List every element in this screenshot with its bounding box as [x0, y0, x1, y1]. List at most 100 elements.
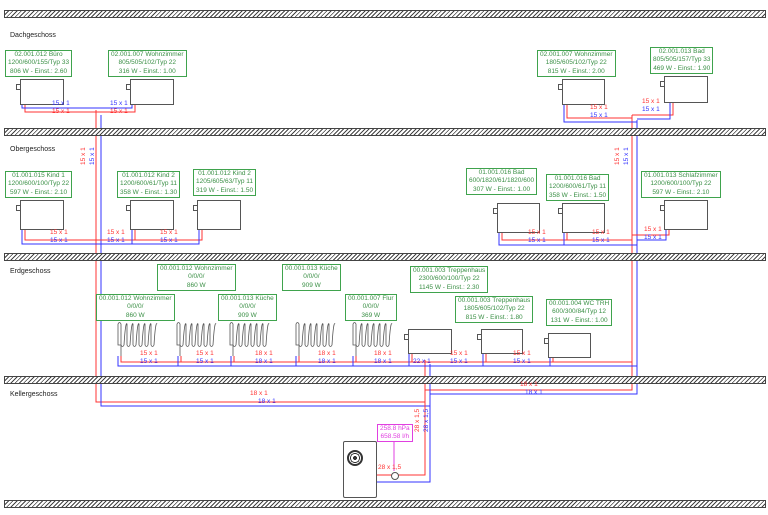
floor-heating-coil[interactable]: [229, 322, 270, 357]
pipe-size-label: 15 x 1: [160, 229, 178, 236]
label-power: 316 W - Einst.: 1.00: [118, 67, 176, 75]
pipe-size-label: 15 x 1: [140, 350, 158, 357]
pipe-size-label: 18 x 1: [255, 350, 273, 357]
heat-pump[interactable]: [343, 441, 377, 498]
supply-riser-left: [95, 110, 425, 403]
pipe-size-label: 15 x 1: [644, 234, 662, 241]
label-power: 319 W - Einst.: 1.50: [196, 186, 254, 194]
label-room: 00.001.007 Flur: [348, 295, 394, 302]
pipe-size-label: 15 x 1: [642, 106, 660, 113]
label-room: 01.001.016 Bad: [554, 175, 601, 182]
label-room: 02.001.007 Wohnzimmer: [111, 51, 184, 58]
label-dims: 2300/600/100/Typ 22: [418, 275, 480, 283]
label-power: 597 W - Einst.: 2.10: [10, 188, 68, 196]
radiator[interactable]: [558, 79, 605, 105]
label-room: 01.001.013 Schlafzimmer: [644, 172, 718, 179]
floor-heating-coil[interactable]: [117, 322, 158, 357]
label-room: 00.001.004 WC TRH: [549, 300, 610, 307]
label-dims: 1200/600/61/Typ 11: [549, 183, 607, 191]
pipe-size-label: 28 x 1,5: [414, 408, 421, 432]
pipe-size-label: 15 x 1: [644, 226, 662, 233]
label-dims: 0/0/0/: [303, 273, 320, 281]
pipe-size-label: 18 x 1: [525, 389, 543, 396]
pipe-size-label: 18 x 1: [318, 350, 336, 357]
label-dims: 0/0/0/: [239, 303, 256, 311]
floor-slab: [4, 500, 766, 508]
pipe-size-label: 15 x 1: [450, 358, 468, 365]
pipe-size-label: 22 x 1: [413, 358, 431, 365]
radiator[interactable]: [126, 79, 174, 105]
radiator[interactable]: [493, 203, 540, 233]
supply-riser-right: [425, 115, 633, 391]
label-room: 00.001.012 Wohnzimmer: [160, 265, 233, 272]
label-dims: 1205/605/63/Typ 11: [196, 178, 254, 186]
radiator[interactable]: [16, 200, 64, 230]
label-room: 00.001.003 Treppenhaus: [413, 267, 486, 274]
return-main: [365, 364, 431, 483]
label-room: 01.001.015 Kind 1: [12, 172, 65, 179]
pipe-size-label: 15 x 1: [107, 237, 125, 244]
label-power: 806 W - Einst.: 2.60: [10, 67, 68, 75]
pipe-size-label: 15 x 1: [450, 350, 468, 357]
pipe-size-label: 18 x 1: [258, 398, 276, 405]
pipe-size-label: 18 x 1: [250, 390, 268, 397]
pipe-size-label: 28 x 1,5: [378, 464, 402, 471]
return-riser-right: [430, 120, 638, 395]
label-room: 02.001.007 Wohnzimmer: [540, 51, 613, 58]
pipe-size-label: 28 x 1,5: [423, 408, 430, 432]
floor-label-obergeschoss: Obergeschoss: [10, 146, 56, 153]
pump-pressure: 258.8 hPa: [380, 425, 410, 432]
pipe-size-label: 15 x 1: [592, 229, 610, 236]
label-room: 01.001.012 Kind 2: [122, 172, 175, 179]
label-power: 597 W - Einst.: 2.10: [652, 188, 710, 196]
floor-slab: [4, 128, 766, 136]
pipe-size-label: 18 x 1: [520, 381, 538, 388]
label-room: 01.001.016 Bad: [478, 169, 525, 176]
radiator[interactable]: [558, 203, 605, 233]
radiator[interactable]: [404, 329, 452, 354]
radiator[interactable]: [126, 200, 174, 230]
pump-info-label: 258.8 hPa 658.58 l/h: [377, 424, 413, 442]
label-dims: 805/505/102/Typ 22: [118, 59, 176, 67]
label-power: 358 W - Einst.: 1.50: [549, 191, 607, 199]
label-room: 02.001.013 Bad: [658, 48, 705, 55]
floor-label-dachgeschoss: Dachgeschoss: [10, 32, 56, 39]
pipe-size-label: 15 x 1: [528, 229, 546, 236]
label-power: 815 W - Einst.: 2.00: [547, 67, 605, 75]
floor-label-kellergeschoss: Kellergeschoss: [10, 391, 58, 398]
pipe-size-label: 18 x 1: [318, 358, 336, 365]
floor-heating-coil[interactable]: [352, 322, 393, 357]
label-power: 1145 W - Einst.: 2.30: [419, 283, 480, 291]
supply-main: [398, 360, 426, 476]
radiator[interactable]: [660, 76, 708, 103]
circulation-pump-icon: [391, 472, 399, 480]
label-room: 00.001.012 Wohnzimmer: [99, 295, 172, 302]
label-room: 00.001.003 Treppenhaus: [458, 297, 531, 304]
pipe-size-label: 15 x 1: [50, 237, 68, 244]
label-power: 909 W: [237, 311, 257, 319]
radiator[interactable]: [660, 200, 708, 230]
pipe-size-label: 15 x 1: [590, 104, 608, 111]
pipe-size-label: 15 x 1: [614, 147, 621, 165]
label-dims: 0/0/0/: [127, 303, 144, 311]
radiator[interactable]: [16, 79, 64, 105]
radiator[interactable]: [193, 200, 241, 230]
pipe-size-label: 15 x 1: [160, 237, 178, 244]
floor-heating-coil[interactable]: [295, 322, 336, 357]
radiator[interactable]: [477, 329, 523, 354]
radiator[interactable]: [544, 333, 591, 358]
floor-heating-coil[interactable]: [176, 322, 217, 357]
label-dims: 1805/605/102/Typ 22: [463, 305, 525, 313]
pipe-size-label: 15 x 1: [642, 98, 660, 105]
label-power: 860 W: [186, 281, 206, 289]
pipe-size-label: 15 x 1: [196, 350, 214, 357]
